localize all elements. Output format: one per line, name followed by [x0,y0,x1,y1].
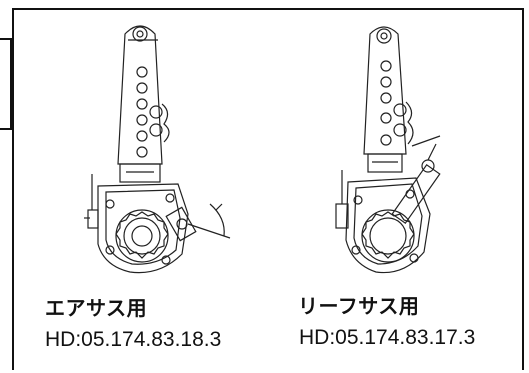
leaf-suspension-part-code: HD:05.174.83.17.3 [299,326,476,349]
air-suspension-part-code: HD:05.174.83.18.3 [45,328,222,351]
air-suspension-label: エアサス用 [45,296,148,320]
product-panel-frame [12,8,524,370]
side-tab [0,38,12,130]
leaf-suspension-label: リーフサス用 [298,294,420,318]
air-suspension-slack-adjuster-drawing [70,14,250,282]
leaf-suspension-slack-adjuster-drawing [316,14,456,282]
